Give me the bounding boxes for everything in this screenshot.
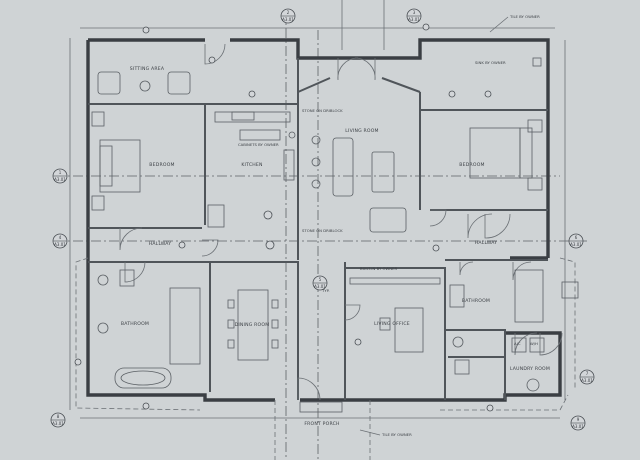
section-tag-sheet: A3.01 — [570, 242, 582, 247]
room-label-front-porch: FRONT PORCH — [304, 421, 339, 427]
furniture — [91, 57, 579, 413]
note-typ: TYP. — [321, 288, 330, 293]
section-tag-sheet: A3.01 — [54, 242, 66, 247]
section-tag-sheet: A3.01 — [52, 421, 64, 426]
note-ac: A/C — [514, 341, 521, 346]
note-sink-owner: SINK BY OWNER — [475, 60, 506, 65]
note-stone-mid: STONE ON DRIBLOCK — [302, 228, 343, 233]
section-tag-number: 5 — [319, 277, 322, 282]
section-tags: 1 A3.01 2 A3.01 3 A3.01 4 A3.01 5 A3.01 — [50, 8, 595, 431]
section-tag-sheet: A3.01 — [314, 284, 326, 289]
note-built-in: BUILT-IN BY OWNER — [360, 266, 398, 271]
interior-walls — [88, 58, 548, 400]
porch-outlines — [75, 257, 576, 460]
room-label-dining: DINING ROOM — [235, 322, 270, 328]
room-labels: SITTING AREA BEDROOM KITCHEN LIVING ROOM… — [121, 66, 550, 427]
section-tag-sheet: A3.01 — [282, 17, 294, 22]
note-tile-top: TILE BY OWNER — [509, 14, 540, 19]
section-tag-number: 6 — [575, 235, 578, 240]
section-tag: 2 A3.01 — [280, 8, 296, 24]
room-label-hallway-left: HALLWAY — [149, 241, 172, 247]
section-tag-number: 1 — [59, 170, 62, 175]
section-tag: 9 A3.01 — [570, 415, 586, 431]
wall-markers — [74, 23, 494, 412]
room-label-office: LIVING OFFICE — [374, 321, 410, 327]
notes: TILE BY OWNER SINK BY OWNER CABINETS BY … — [238, 14, 540, 437]
doors — [119, 43, 563, 401]
exterior-walls — [86, 38, 562, 402]
grid-lines — [55, 0, 590, 460]
note-wh: W/H — [530, 341, 538, 346]
section-tag: 8 A3.01 — [50, 412, 66, 428]
room-label-bedroom-left: BEDROOM — [149, 162, 174, 168]
room-label-bathroom-left: BATHROOM — [121, 321, 149, 327]
section-tag: 6 A3.01 — [568, 233, 584, 249]
section-tag: 5 A3.01 — [312, 275, 328, 291]
section-tag-number: 2 — [287, 10, 290, 15]
section-tag: 1 A3.01 — [52, 168, 68, 184]
section-tag-number: 4 — [59, 235, 62, 240]
section-tag-sheet: A3.01 — [572, 424, 584, 429]
note-tile-bottom: TILE BY OWNER — [381, 432, 412, 437]
section-tag-sheet: A3.01 — [581, 378, 593, 383]
room-label-sitting: SITTING AREA — [130, 66, 165, 72]
room-label-kitchen: KITCHEN — [241, 162, 262, 168]
room-label-bedroom-right: BEDROOM — [459, 162, 484, 168]
room-label-laundry: LAUNDRY ROOM — [510, 366, 550, 372]
note-cabinets: CABINETS BY OWNER — [238, 142, 279, 147]
section-tag-sheet: A3.01 — [408, 17, 420, 22]
section-tag-number: 9 — [577, 417, 580, 422]
section-tag-number: 3 — [413, 10, 416, 15]
section-tag: 4 A3.01 — [52, 233, 68, 249]
section-tag-number: 7 — [586, 371, 589, 376]
room-label-bathroom-right: BATHROOM — [462, 298, 490, 304]
note-stone-top: STONE ON DRIBLOCK — [302, 108, 343, 113]
room-label-hallway-right: HALLWAY — [475, 240, 498, 246]
section-tag-sheet: A3.01 — [54, 177, 66, 182]
section-tag: 7 A3.01 — [579, 369, 595, 385]
section-tag-number: 8 — [57, 414, 60, 419]
section-tag: 3 A3.01 — [406, 8, 422, 24]
room-label-living: LIVING ROOM — [345, 128, 378, 134]
